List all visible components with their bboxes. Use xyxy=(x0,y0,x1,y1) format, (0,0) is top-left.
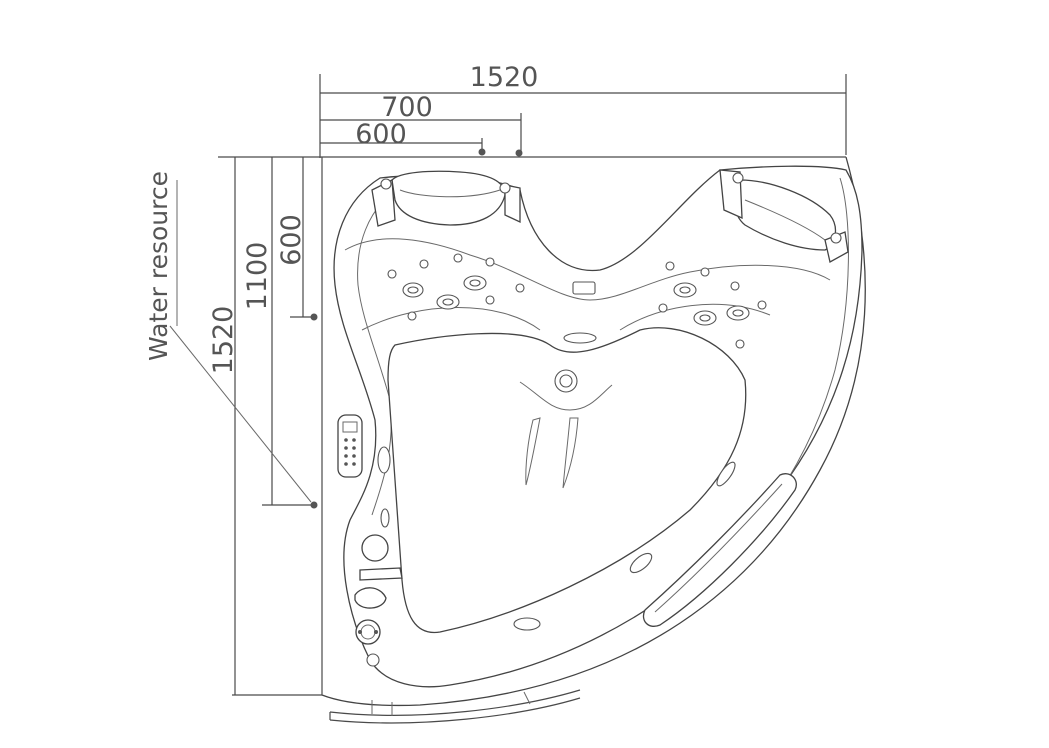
water-point-marker xyxy=(310,501,318,509)
dim-label-600-left: 600 xyxy=(276,214,307,266)
headrest-left-icon xyxy=(371,170,521,227)
overflow-cover-icon xyxy=(563,332,597,344)
tub-basin xyxy=(344,238,831,634)
button-icon xyxy=(380,508,390,528)
overflow-icon xyxy=(572,281,596,295)
water-point-marker xyxy=(478,148,486,156)
dim-label-overall-depth: 1520 xyxy=(208,306,239,375)
headrest-right-icon xyxy=(719,169,849,263)
diverter-icon xyxy=(366,653,380,667)
dim-label-1100: 1100 xyxy=(242,242,273,311)
left-seat-jets xyxy=(387,253,525,321)
right-seat-jets xyxy=(658,261,767,349)
left-dimension-lines xyxy=(169,156,322,696)
dim-label-600-top: 600 xyxy=(355,119,407,150)
grab-handle-icon xyxy=(642,473,797,627)
dim-label-700: 700 xyxy=(381,92,433,123)
water-resource-label: Water resource xyxy=(144,171,173,361)
control-panel-icon xyxy=(337,414,363,478)
faucet-icon xyxy=(354,534,403,609)
leader-line xyxy=(169,325,312,503)
dim-label-overall-width: 1520 xyxy=(470,62,539,93)
basin-side-jets xyxy=(377,446,736,631)
top-dimension-lines xyxy=(319,74,847,158)
knob-icon xyxy=(355,619,381,645)
water-point-marker xyxy=(515,149,523,157)
water-point-marker xyxy=(310,313,318,321)
